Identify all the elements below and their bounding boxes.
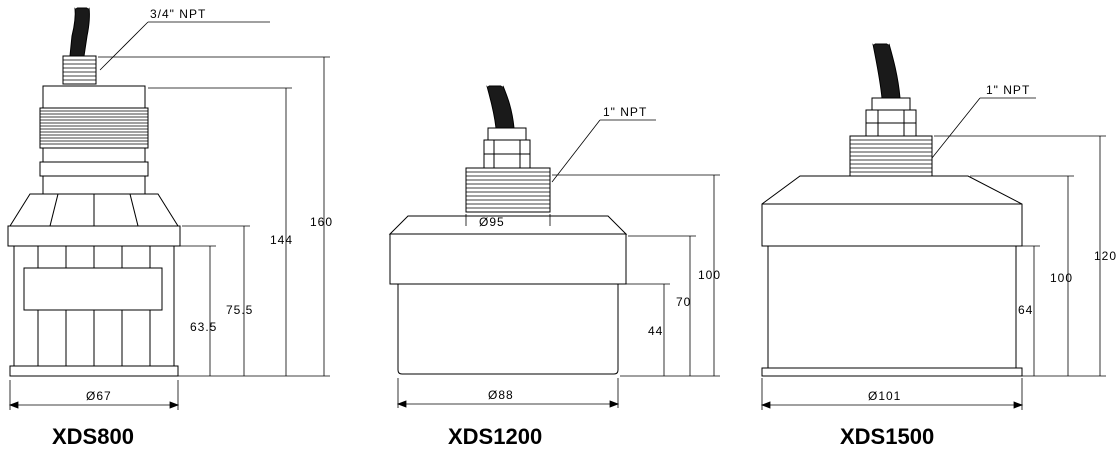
xds1200-height-b-label: 70 [676,295,691,309]
xds800-height-b-label: 75.5 [226,303,253,317]
xds800-total-height-label: 160 [310,215,333,229]
xds800-height-a-label: 144 [270,233,293,247]
xds1500-dimensions [760,97,1106,410]
xds1200-diameter-label: Ø88 [488,388,514,402]
xds1200-sensor [388,82,628,375]
xds800-thread-label: 3/4" NPT [150,7,206,21]
xds800-diameter-label: Ø67 [86,389,112,403]
xds1200-model-label: XDS1200 [448,424,543,449]
xds1200-height-c-label: 44 [648,324,663,338]
xds1200-thread-label: 1" NPT [603,105,647,119]
xds1200-top-diameter-label: Ø95 [479,215,505,229]
xds1200-total-height-label: 100 [698,268,721,282]
xds1500-thread-label: 1" NPT [986,83,1030,97]
xds1500-model-label: XDS1500 [840,424,935,449]
xds800-model-label: XDS800 [52,424,134,449]
xds1500-diameter-label: Ø101 [868,389,901,403]
xds800-height-c-label: 63.5 [190,320,217,334]
xds1500-height-a-label: 100 [1050,271,1073,285]
xds1500-sensor [761,40,1023,377]
xds1500-total-height-label: 120 [1094,249,1117,263]
xds1200-dimensions [396,119,720,408]
xds1500-height-c-label: 64 [1018,303,1033,317]
xds800-dimensions [8,21,330,410]
xds800-sensor [7,4,181,377]
